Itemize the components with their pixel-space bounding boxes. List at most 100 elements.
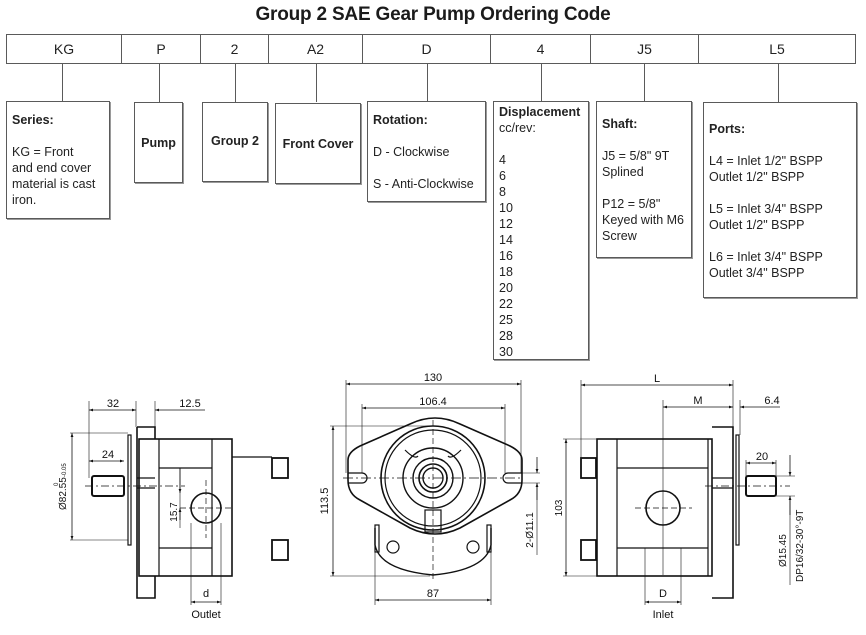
ports-option: Outlet 1/2" BSPP	[709, 218, 805, 232]
series-line: material is cast	[12, 177, 96, 191]
displacement-value: 6	[499, 169, 506, 183]
connector-line	[316, 64, 317, 102]
pump-box: Pump	[134, 102, 183, 183]
code-ports: L5	[769, 41, 785, 57]
ports-option: L6 = Inlet 3/4" BSPP	[709, 250, 823, 264]
group-box: Group 2	[202, 102, 268, 182]
connector-line	[427, 64, 428, 102]
dim-label: 24	[102, 449, 114, 461]
connector-line	[235, 64, 236, 102]
shaft-option: Splined	[602, 165, 644, 179]
code-displacement: 4	[491, 35, 591, 63]
displacement-value: 16	[499, 249, 513, 263]
shaft-option: Screw	[602, 229, 637, 243]
code-series: KG	[7, 35, 122, 63]
front-cover-box: Front Cover	[275, 103, 361, 184]
dim-label: 87	[427, 588, 439, 600]
displacement-value: 12	[499, 217, 513, 231]
connector-line	[159, 64, 160, 102]
outlet-label: Outlet	[191, 609, 220, 621]
code-shaft: J5	[591, 35, 699, 63]
connector-line	[778, 64, 779, 102]
shaft-heading: Shaft:	[602, 117, 638, 131]
displacement-list: 4 6 8 10 12 14 16 18 20 22 25 28 30	[499, 152, 583, 360]
dim-label: 130	[424, 372, 442, 384]
pilot-ring	[735, 434, 740, 546]
code-pump: P	[122, 35, 201, 63]
shaft-option: P12 = 5/8"	[602, 197, 661, 211]
displacement-value: 20	[499, 281, 513, 295]
group-label: Group 2	[211, 134, 259, 148]
ordering-code-row: KG P 2 A2 D 4 J5 L5	[6, 34, 856, 64]
series-line: iron.	[12, 193, 37, 207]
series-heading: Series:	[12, 113, 54, 127]
displacement-value: 18	[499, 265, 513, 279]
dim-label: 15.7	[169, 502, 180, 522]
shaft-option: Keyed with M6	[602, 213, 684, 227]
ports-box: Ports: L4 = Inlet 1/2" BSPP Outlet 1/2" …	[703, 102, 857, 298]
bolt-head	[271, 457, 289, 479]
mount-flange	[712, 426, 734, 599]
front-flange	[347, 417, 523, 535]
pilot-ring	[127, 434, 132, 546]
dim-label: 32	[107, 398, 119, 410]
bolt-head	[580, 539, 597, 561]
dim-label: L	[654, 373, 660, 385]
dim-label: 12.5	[179, 398, 200, 410]
technical-drawings: 32 12.5 24 Ø82.55 0 -0.05 15.7 d Outlet	[54, 372, 806, 621]
rotation-box: Rotation: D - Clockwise S - Anti-Clockwi…	[367, 101, 486, 202]
displacement-value: 28	[499, 329, 513, 343]
displacement-value: 22	[499, 297, 513, 311]
displacement-value: 30	[499, 345, 513, 359]
ports-option: Outlet 3/4" BSPP	[709, 266, 805, 280]
rotation-option: S - Anti-Clockwise	[373, 177, 474, 191]
dim-label: 6.4	[764, 395, 779, 407]
ports-heading: Ports:	[709, 122, 746, 136]
connector-line	[644, 64, 645, 102]
dim-label: Ø15.45	[778, 534, 789, 567]
displacement-heading: Displacement	[499, 105, 581, 119]
bolt-head	[271, 539, 289, 561]
ports-option: Outlet 1/2" BSPP	[709, 170, 805, 184]
side-view-inlet	[563, 380, 795, 605]
dim-label: 20	[756, 451, 768, 463]
series-line: KG = Front	[12, 145, 74, 159]
series-box: Series: KG = Front and end cover materia…	[6, 101, 110, 219]
inlet-label: Inlet	[653, 609, 674, 621]
dim-label: 2-Ø11.1	[525, 512, 536, 548]
dim-label: Ø82.55	[58, 477, 69, 510]
bolt-head	[580, 457, 597, 479]
shaft-option: J5 = 5/8" 9T	[602, 149, 670, 163]
dim-tolerance: -0.05	[62, 463, 68, 477]
ports-option: L4 = Inlet 1/2" BSPP	[709, 154, 823, 168]
ports-option: L5 = Inlet 3/4" BSPP	[709, 202, 823, 216]
connector-line	[541, 64, 542, 102]
dim-label: 103	[554, 499, 565, 516]
displacement-value: 10	[499, 201, 513, 215]
dim-label: 106.4	[419, 396, 447, 408]
code-cover: A2	[269, 35, 363, 63]
pump-body	[596, 438, 713, 577]
front-view	[330, 380, 540, 605]
pump-label: Pump	[141, 135, 176, 150]
code-rotation: D	[363, 35, 491, 63]
dim-label: 113.5	[319, 488, 331, 515]
front-cover-label: Front Cover	[282, 136, 354, 151]
code-group: 2	[201, 35, 269, 63]
side-view-outlet	[70, 401, 289, 605]
dim-label: D	[659, 588, 667, 600]
displacement-unit: cc/rev:	[499, 121, 536, 135]
dim-tolerance: 0	[54, 482, 60, 486]
displacement-value: 14	[499, 233, 513, 247]
shaft-box: Shaft: J5 = 5/8" 9T Splined P12 = 5/8" K…	[596, 101, 692, 258]
displacement-value: 4	[499, 153, 506, 167]
displacement-value: 25	[499, 313, 513, 327]
dim-label: d	[203, 588, 209, 600]
rotation-option: D - Clockwise	[373, 145, 450, 159]
dim-label: M	[693, 395, 702, 407]
connector-line	[62, 64, 63, 101]
pump-body	[138, 438, 233, 577]
displacement-value: 8	[499, 185, 506, 199]
page-title: Group 2 SAE Gear Pump Ordering Code	[255, 4, 611, 25]
displacement-box: Displacement cc/rev: 4 6 8 10 12 14 16 18 20 22 25…	[493, 101, 589, 360]
